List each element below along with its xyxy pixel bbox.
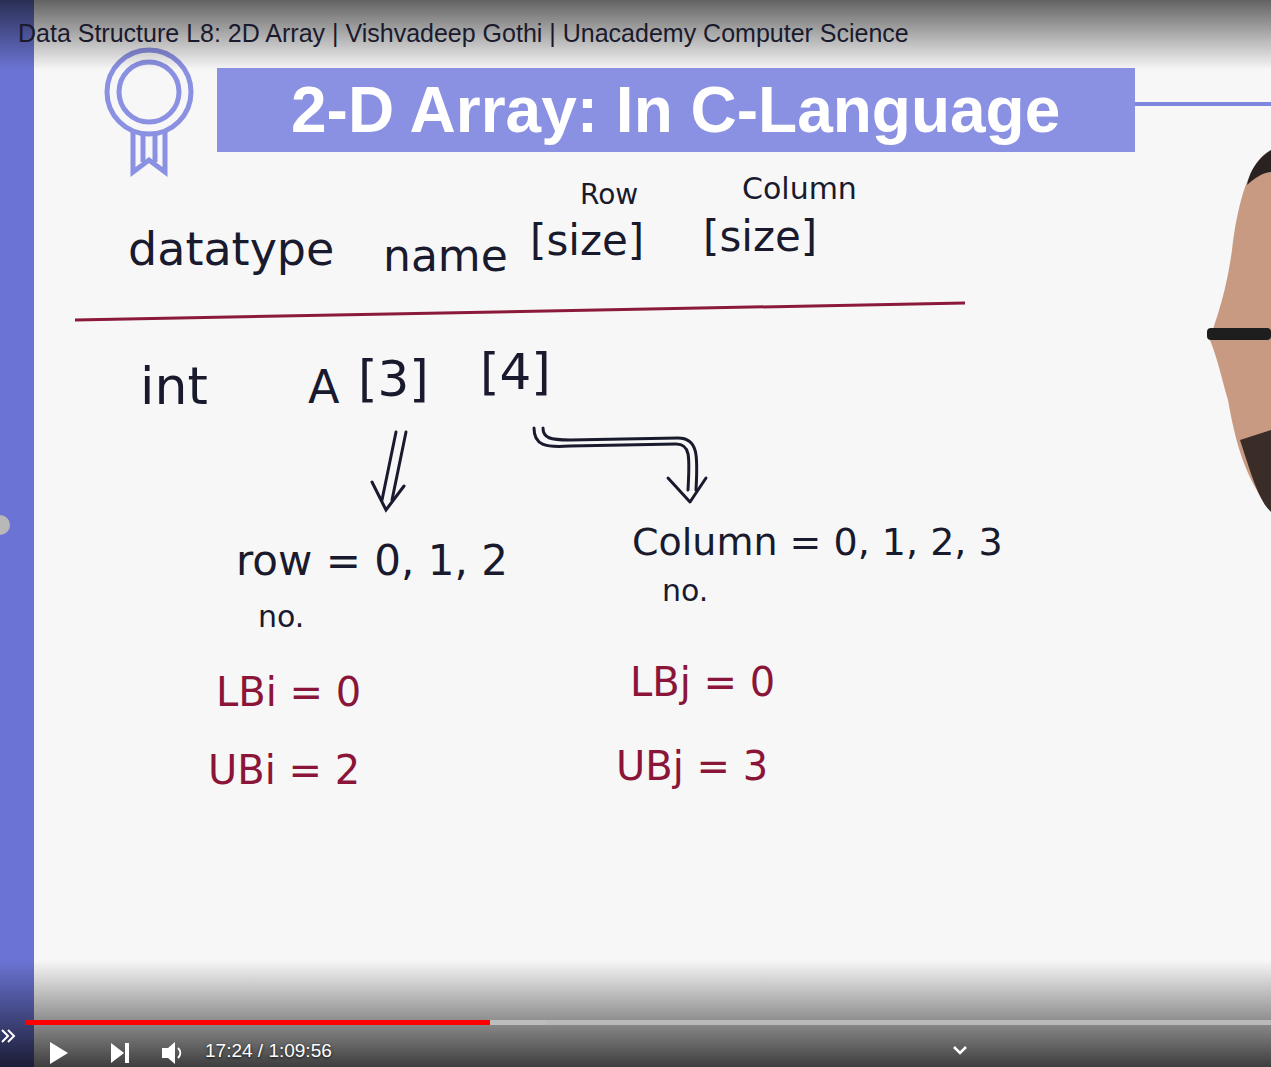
row-note: Row [580, 180, 638, 211]
presenter [1207, 150, 1271, 512]
progress-played [25, 1020, 490, 1025]
progress-buffer [25, 1020, 546, 1025]
volume-icon [162, 1042, 180, 1064]
row-upper-bound: UBi = 2 [208, 748, 360, 792]
syntax-row-size: [size] [530, 218, 644, 264]
column-arrow [534, 428, 706, 502]
column-no: no. [662, 574, 708, 607]
underline [75, 303, 965, 320]
time-display: 17:24 / 1:09:56 [205, 1041, 332, 1062]
syntax-name: name [383, 232, 508, 280]
side-dot [0, 515, 10, 535]
title-rule [1135, 102, 1271, 106]
title-band: 2-D Array: In C-Language [217, 68, 1135, 152]
column-lower-bound: LBj = 0 [630, 660, 775, 704]
column-numbers: Column = 0, 1, 2, 3 [632, 522, 1003, 564]
declaration-name: A [308, 362, 339, 413]
row-arrow [372, 432, 406, 510]
row-numbers: row = 0, 1, 2 [236, 538, 508, 584]
top-shade [0, 0, 1271, 70]
declaration-columns: [4] [480, 345, 551, 400]
expand-icon [2, 1030, 14, 1042]
progress-track [25, 1020, 1271, 1025]
next-icon [111, 1043, 129, 1063]
column-upper-bound: UBj = 3 [616, 744, 768, 788]
play-icon [50, 1042, 68, 1064]
declaration-type: int [140, 358, 208, 415]
syntax-datatype: datatype [128, 224, 334, 275]
column-note: Column [742, 172, 857, 205]
video-title: Data Structure L8: 2D Array | Vishvadeep… [18, 20, 909, 48]
title: 2-D Array: In C-Language [291, 68, 1060, 152]
declaration-rows: [3] [358, 352, 429, 407]
row-lower-bound: LBi = 0 [216, 670, 361, 714]
row-no: no. [258, 600, 304, 633]
syntax-column-size: [size] [703, 214, 817, 260]
chevron-icon [954, 1047, 966, 1053]
bottom-shade [0, 960, 1271, 1067]
